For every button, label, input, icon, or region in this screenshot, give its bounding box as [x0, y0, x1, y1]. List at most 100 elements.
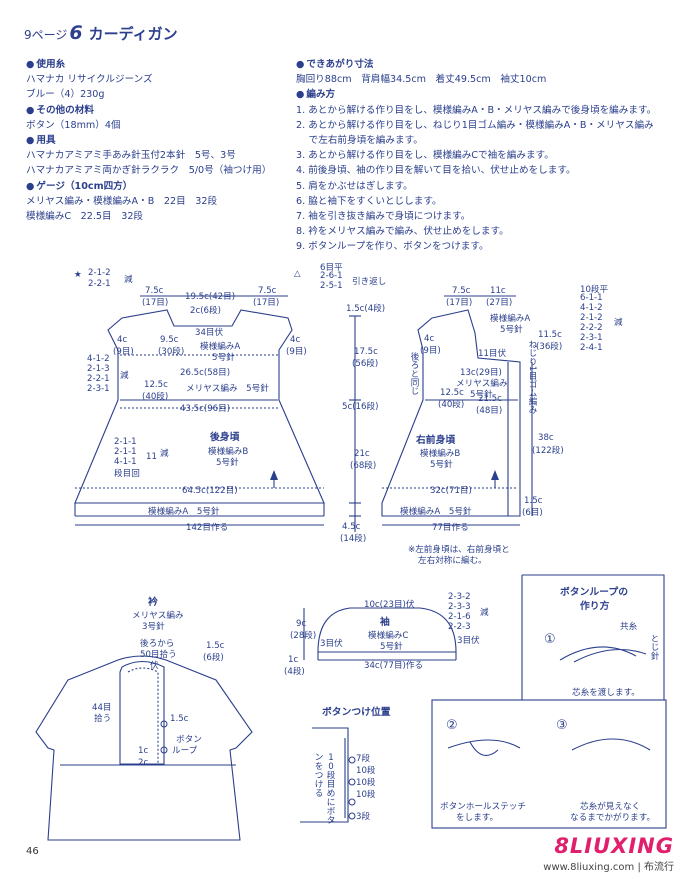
front-cast11: 11目伏 — [478, 349, 507, 359]
front-title: 右前身頃 — [416, 435, 456, 446]
collar-w1: 1.5c — [170, 714, 189, 724]
tri-row-1: 6目平 — [320, 263, 343, 273]
back-shoulder-st: (17目) — [142, 298, 169, 308]
mid-d4r: (68段) — [350, 461, 377, 471]
back-bodice-outline — [74, 309, 325, 504]
tri-label: 引き返し — [352, 277, 387, 287]
back-neck-w: 19.5c(42目) — [185, 292, 236, 302]
gauge-line-2: 模様編みC 22.5目 32段 — [26, 211, 144, 223]
sleeve-needle: 5号針 — [380, 642, 403, 652]
collar-loop-2: ループ — [172, 746, 198, 756]
front-arm-h: 4c — [424, 334, 435, 344]
step-line: 3. あとから解ける作り目をし、模様編みCで袖を編みます。 — [296, 150, 554, 162]
front-yoke-pat: 模様編みA — [490, 314, 531, 324]
back-star: ★ — [74, 270, 82, 280]
back-sub2: 5号針 — [216, 458, 239, 468]
step-line: 7. 袖を引き抜き編みで身頃につけます。 — [296, 211, 471, 223]
yarn-name: ハマナカ リサイクルジーンズ — [26, 74, 153, 86]
button-row-5: 3段 — [356, 812, 371, 822]
button-pos-title: ボタンつけ位置 — [322, 707, 391, 718]
back-arm-rows: (9目) — [113, 347, 134, 357]
front-sub2: 5号針 — [430, 460, 453, 470]
button-row-3: 10段 — [356, 778, 376, 788]
front-total-h: 38c — [538, 433, 554, 443]
arm-dec-1: 4-1-2 — [87, 354, 110, 364]
back-arm-h-r: 4c — [290, 335, 301, 345]
back-shoulder-st-r: (17目) — [253, 298, 280, 308]
sleeve-cast3b: 3目伏 — [457, 636, 480, 646]
front-bodice-outline — [381, 309, 521, 517]
instructions-column: できあがり寸法 胸回り88cm 背肩幅34.5cm 着丈49.5cm 袖丈10c… — [296, 57, 656, 255]
sleeve-dec-4: 2-2-3 — [448, 622, 471, 632]
front-body-st: (48目) — [476, 406, 503, 416]
back-sub1: 模様編みB — [208, 447, 249, 457]
tools-heading: 用具 — [26, 133, 271, 148]
sleeve-h: 9c — [296, 619, 307, 629]
front-yoke-needle: 5号針 — [500, 325, 523, 335]
back-yoke-pat: 模様編みA — [200, 342, 241, 352]
back-neck-cast: 34目伏 — [195, 328, 224, 338]
tri-symbol: △ — [294, 269, 301, 279]
front-same-back: 後ろと同じ — [409, 352, 419, 395]
front-band-h: 1.5c — [524, 496, 543, 506]
back-chest-w: 26.5c(58目) — [180, 368, 231, 378]
collar-body-outline — [35, 655, 253, 841]
item-name: カーディガン — [88, 25, 178, 43]
collar-pat: メリヤス編み — [132, 611, 184, 621]
sleeve-hem-hr: (4段) — [284, 667, 305, 677]
front-cast-on: 77目作る — [432, 523, 469, 533]
collar-h1: 1.5c — [206, 641, 225, 651]
front-body-pat: メリヤス編み — [456, 379, 508, 389]
front-hem: 32c(71目) — [430, 486, 472, 496]
front-shoulder-st: (17目) — [446, 298, 473, 308]
mid-d2r: (56段) — [352, 359, 379, 369]
sleeve-cast-on: 34c(77目)作る — [364, 661, 424, 671]
loop-cap-3a: 芯糸が見えなく — [580, 802, 641, 812]
front-neck-st: (27目) — [486, 298, 513, 308]
tri-row-3: 2-5-1 — [320, 281, 343, 291]
arm-dec-2: 2-1-3 — [87, 364, 110, 374]
step-line: で左右前身頃を編みます。 — [296, 135, 423, 147]
step-line: 2. あとから解ける作り目をし、ねじり1目ゴム編み・模様編みA・B・メリヤス編み — [296, 119, 654, 131]
collar-loop-1: ボタン — [176, 735, 202, 745]
back-yoke-needle: 5号針 — [212, 353, 235, 363]
skirt-dec-label: 減 — [160, 449, 169, 459]
front-neck-hr: (36段) — [536, 342, 563, 352]
back-shoulder-w-r: 7.5c — [258, 286, 277, 296]
button-row-1: 7段 — [356, 754, 371, 764]
steps-heading: 編み方 — [296, 87, 656, 102]
front-body-h: 12.5c — [440, 388, 464, 398]
skirt-dec-4: 段目回 — [114, 469, 140, 479]
button-row-4: 10段 — [356, 790, 376, 800]
loop-cap-2b: をします。 — [456, 813, 499, 823]
front-band-hr: (6目) — [522, 508, 543, 518]
watermark: 8LIUXING www.8liuxing.com | 布流行 — [543, 834, 674, 873]
collar-pick-2: 50目拾う — [140, 650, 177, 660]
back-yoke-h: 9.5c — [160, 335, 179, 345]
other-heading: その他の材料 — [26, 103, 271, 118]
front-rib: ねじり1目ゴム編み — [527, 340, 537, 415]
arm-dec-4: 2-3-1 — [87, 384, 110, 394]
back-cast-on: 142目作る — [186, 523, 229, 533]
collar-gap-1: 1c — [138, 746, 149, 756]
front-shoulder-w: 7.5c — [452, 286, 471, 296]
back-shoulder-w: 7.5c — [145, 286, 164, 296]
mid-d2: 17.5c — [354, 347, 378, 357]
item-number: 6 — [69, 22, 83, 44]
collar-gap-2: 2c — [138, 758, 149, 768]
loop-toji: とじ針 — [649, 634, 659, 660]
front-neck-row-1: 10段平 — [580, 285, 609, 295]
page-ref: 9ページ — [24, 28, 68, 42]
watermark-url: www.8liuxing.com | 布流行 — [543, 862, 674, 873]
back-hem-pat: 模様編みA 5号針 — [148, 507, 220, 517]
back-arm-rows-r: (9目) — [286, 347, 307, 357]
back-waist-w: 43.5c(96目) — [180, 404, 231, 414]
shoulder-dec-1: 2-1-2 — [88, 268, 111, 278]
gauge-line-1: メリヤス編み・模様編みA・B 22目 32段 — [26, 195, 218, 207]
front-neck-row-7: 2-4-1 — [580, 343, 603, 353]
mid-d3: 5c(16段) — [342, 402, 379, 412]
front-arm-rows: (9目) — [420, 346, 441, 356]
